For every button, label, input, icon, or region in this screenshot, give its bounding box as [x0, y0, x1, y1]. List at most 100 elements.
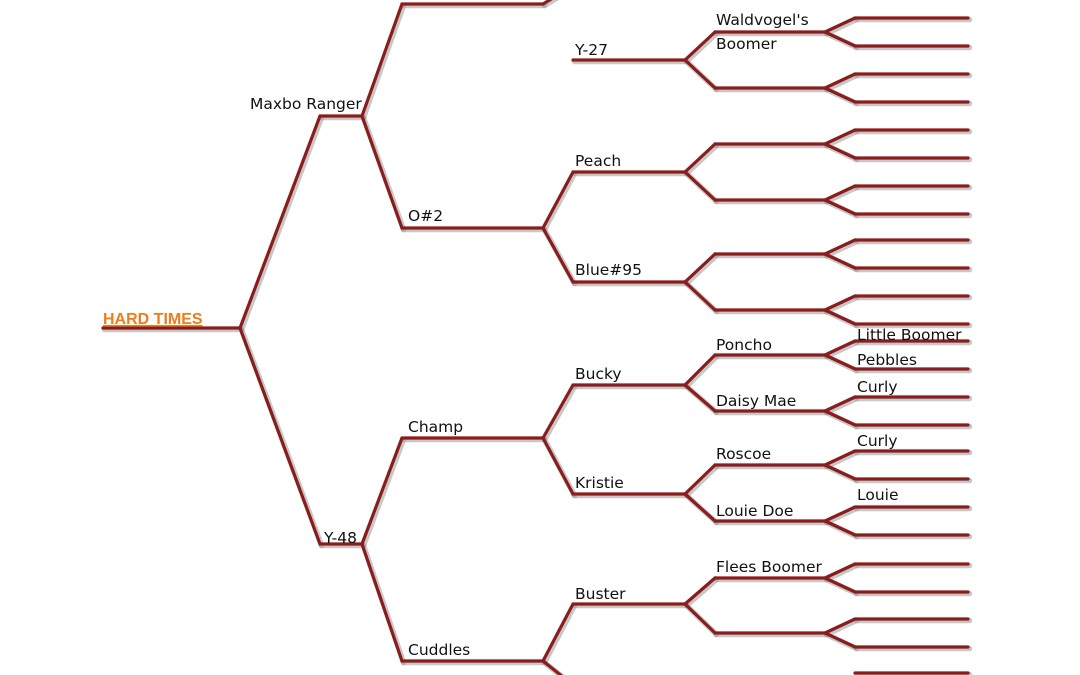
- sire-name: Maxbo Ranger: [250, 95, 362, 113]
- pedigree-line-shadow-7: [360, 436, 407, 549]
- pedigree-line-10: [541, 0, 553, 6]
- pedigree-line-37: [683, 602, 717, 635]
- pedigree-lines: [101, 0, 970, 675]
- pedigree-line-61: [823, 409, 857, 427]
- pedigree-line-72: [823, 617, 857, 635]
- pedigree-line-2: [238, 326, 322, 546]
- pedigree-line-52: [823, 252, 857, 270]
- pedigree-line-shadow-4: [360, 2, 407, 121]
- gen4-daisy-mae-name: Daisy Mae: [716, 392, 796, 410]
- pedigree-line-15: [541, 383, 575, 440]
- pedigree-line-45: [823, 128, 857, 146]
- pedigree-line-30: [683, 353, 717, 387]
- gen3-bucky-name: Bucky: [575, 365, 622, 383]
- gen5-curly-2-name: Curly: [857, 432, 898, 450]
- pedigree-line-31: [683, 383, 717, 413]
- pedigree-line-57: [823, 339, 857, 357]
- pedigree-line-58: [823, 353, 857, 371]
- pedigree-line-73: [823, 631, 857, 649]
- pedigree-line-60: [823, 395, 857, 413]
- gen3-y27-name: Y-27: [574, 41, 608, 59]
- pedigree-line-22: [683, 58, 717, 90]
- pedigree-line-34: [683, 492, 717, 523]
- pedigree-lines-shadow: [101, 0, 973, 675]
- pedigree-line-shadow-60: [823, 395, 860, 416]
- pedigree-line-shadow-72: [823, 617, 860, 638]
- gen4-waldvogels-line1: Waldvogel's: [716, 11, 809, 29]
- pedigree-line-27: [683, 252, 717, 284]
- pedigree-line-shadow-30: [683, 353, 720, 390]
- pedigree-line-7: [360, 436, 404, 546]
- pedigree-line-18: [541, 602, 575, 663]
- pedigree-line-5: [360, 114, 404, 230]
- gen4-waldvogels-line2: Boomer: [716, 35, 777, 53]
- pedigree-line-12: [541, 170, 575, 230]
- pedigree-line-36: [683, 576, 717, 606]
- gen4-roscoe-name: Roscoe: [716, 445, 771, 463]
- pedigree-line-43: [823, 86, 857, 104]
- pedigree-line-1: [238, 114, 322, 330]
- pedigree-line-shadow-51: [823, 238, 860, 259]
- pedigree-line-shadow-36: [683, 576, 720, 609]
- gen5-little-boomer-name: Little Boomer: [857, 326, 962, 344]
- pedigree-line-shadow-54: [823, 294, 860, 315]
- pedigree-line-28: [683, 280, 717, 312]
- pedigree-line-40: [823, 30, 857, 48]
- dam-dam-name: Cuddles: [408, 641, 470, 659]
- pedigree-line-shadow-24: [683, 142, 720, 177]
- pedigree-line-51: [823, 238, 857, 256]
- pedigree-line-39: [823, 16, 857, 34]
- pedigree-line-24: [683, 142, 717, 174]
- pedigree-line-63: [823, 449, 857, 467]
- pedigree-line-8: [360, 542, 404, 663]
- pedigree-line-shadow-48: [823, 184, 860, 205]
- pedigree-line-49: [823, 198, 857, 216]
- pedigree-line-13: [541, 226, 575, 284]
- pedigree-line-46: [823, 142, 857, 160]
- pedigree-line-shadow-27: [683, 252, 720, 287]
- gen5-pebbles-name: Pebbles: [857, 351, 917, 369]
- pedigree-line-67: [823, 519, 857, 537]
- pedigree-line-69: [823, 562, 857, 580]
- pedigree-line-shadow-10: [541, 0, 560, 9]
- gen3-buster-name: Buster: [575, 585, 626, 603]
- pedigree-line-25: [683, 170, 717, 202]
- sire-dam-name: O#2: [408, 207, 443, 225]
- pedigree-line-16: [541, 436, 575, 496]
- gen3-blue95-name: Blue#95: [575, 261, 642, 279]
- gen5-louie-name: Louie: [857, 486, 899, 504]
- gen5-curly-name: Curly: [857, 378, 898, 396]
- pedigree-line-4: [360, 2, 404, 118]
- pedigree-line-shadow-57: [823, 339, 860, 360]
- pedigree-line-33: [683, 463, 717, 496]
- pedigree-line-66: [823, 505, 857, 523]
- pedigree-line-55: [823, 308, 857, 326]
- pedigree-line-42: [823, 72, 857, 90]
- gen3-kristie-name: Kristie: [575, 474, 624, 492]
- pedigree-line-shadow-45: [823, 128, 860, 149]
- pedigree-line-19: [541, 659, 564, 675]
- root-dog-link[interactable]: HARD TIMES: [103, 311, 203, 328]
- pedigree-line-shadow-39: [823, 16, 860, 37]
- pedigree-line-shadow-33: [683, 463, 720, 499]
- pedigree-line-64: [823, 463, 857, 481]
- pedigree-line-54: [823, 294, 857, 312]
- pedigree-line-shadow-66: [823, 505, 860, 526]
- pedigree-line-shadow-1: [238, 114, 325, 333]
- pedigree-line-21: [683, 30, 717, 62]
- gen4-flees-boomer-name: Flees Boomer: [716, 558, 823, 576]
- pedigree-line-shadow-18: [541, 602, 578, 666]
- pedigree-line-shadow-63: [823, 449, 860, 470]
- gen4-poncho-name: Poncho: [716, 336, 772, 354]
- gen4-louie-doe-name: Louie Doe: [716, 502, 793, 520]
- pedigree-line-48: [823, 184, 857, 202]
- pedigree-line-shadow-21: [683, 30, 720, 65]
- pedigree-line-shadow-69: [823, 562, 860, 583]
- dam-name: Y-48: [323, 529, 357, 547]
- gen3-peach-name: Peach: [575, 152, 621, 170]
- dam-sire-name: Champ: [408, 418, 463, 436]
- pedigree-line-70: [823, 576, 857, 594]
- pedigree-line-shadow-15: [541, 383, 578, 443]
- pedigree-line-shadow-42: [823, 72, 860, 93]
